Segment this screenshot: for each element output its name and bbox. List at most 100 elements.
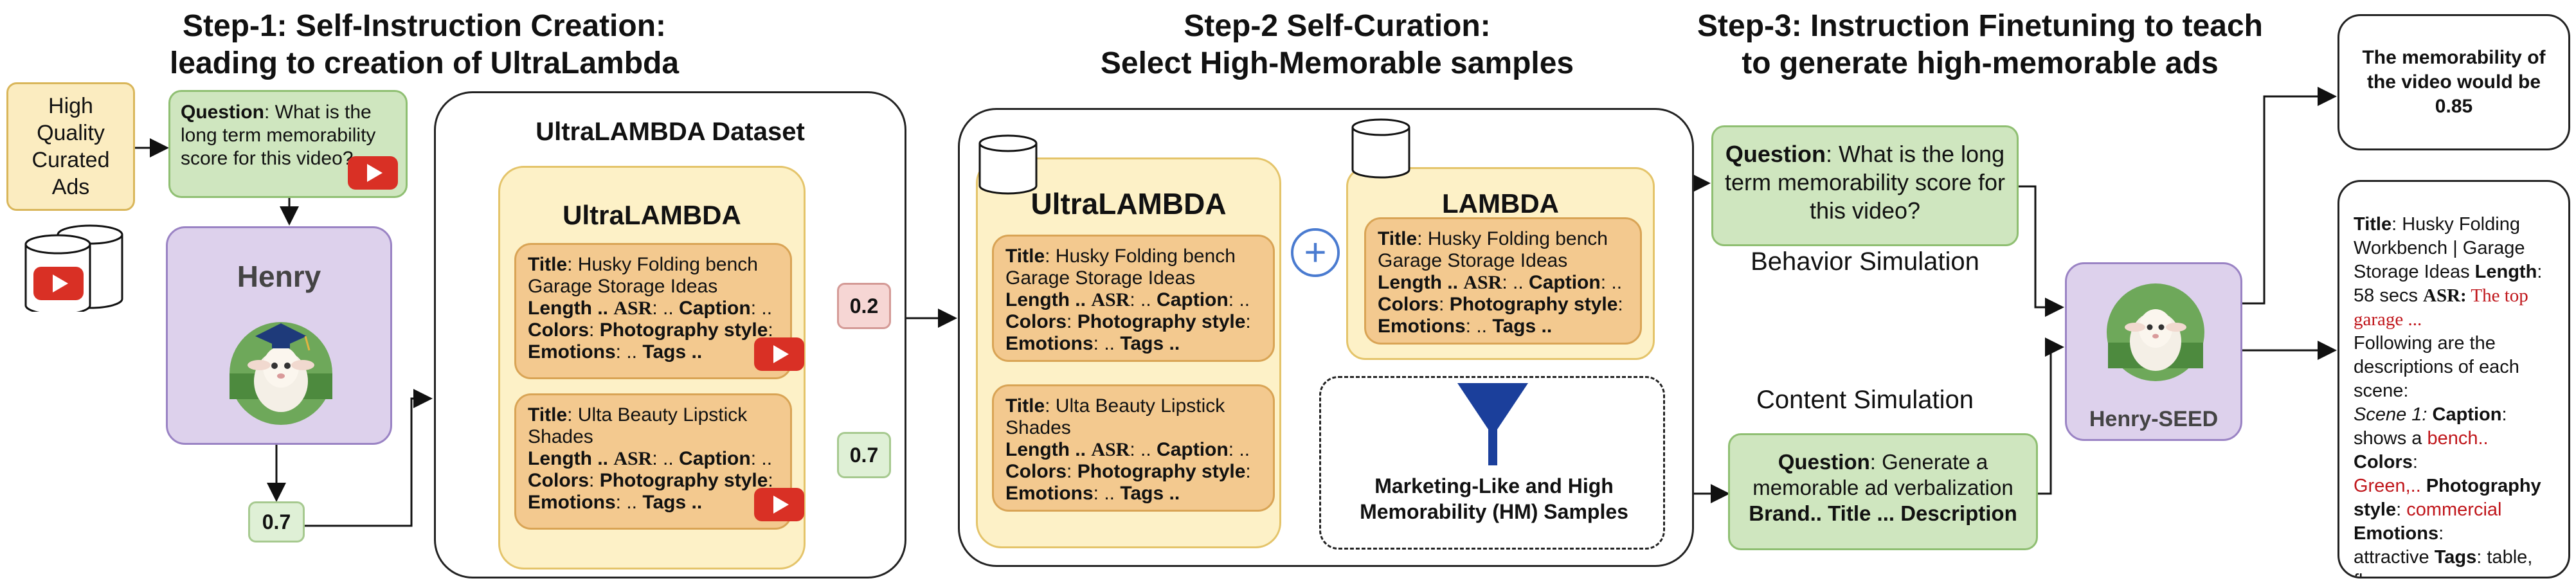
question2-box: Question: What is the long term memorabi… bbox=[1711, 125, 2019, 246]
card-a-length: Length .. bbox=[528, 298, 608, 319]
curation-a-colors-rest: : bbox=[1067, 311, 1072, 332]
lambda-photo-rest: : bbox=[1617, 294, 1623, 315]
lambda-colors-rest: : bbox=[1439, 294, 1445, 315]
curation-a-title-value: : Husky Folding bench Garage Storage Ide… bbox=[1005, 246, 1236, 289]
card-b-emotions: Emotions bbox=[528, 492, 616, 513]
curation-b-colors-rest: : bbox=[1067, 461, 1072, 482]
out-emotions-key: Emotions bbox=[2354, 523, 2439, 544]
question1-text: : What is the long term memorability sco… bbox=[181, 102, 376, 169]
card-a-title-key: Title bbox=[528, 254, 568, 275]
step2-title-line2: Select High-Memorable samples bbox=[1100, 46, 1574, 80]
funnel-icon bbox=[1457, 383, 1528, 465]
arrow-henryseed-to-output1 bbox=[2242, 87, 2337, 305]
curation-a-asr: ASR bbox=[1091, 289, 1130, 310]
curation-a-asr-rest: : .. bbox=[1130, 289, 1151, 310]
curated-ads-box: High Quality Curated Ads bbox=[6, 82, 135, 211]
card-b-emotions-rest: : .. bbox=[615, 492, 638, 513]
curation-b-caption: Caption bbox=[1157, 439, 1229, 460]
out-length-value: : 58 secs bbox=[2354, 262, 2543, 306]
arrow-question3-to-henryseed bbox=[2038, 337, 2064, 495]
out-title-value: : Husky Folding Workbench | Garage Stora… bbox=[2354, 214, 2525, 282]
henry-score-value: 0.7 bbox=[262, 510, 291, 534]
out-following: Following are the descriptions of each s… bbox=[2354, 333, 2519, 401]
score-badge-b: 0.7 bbox=[837, 432, 891, 478]
output-memorability-box: The memorability of the video would be 0… bbox=[2337, 14, 2570, 150]
card-b-photo-rest: : bbox=[768, 470, 773, 491]
sample-card-b: Title: Ulta Beauty Lipstick Shades Lengt… bbox=[514, 393, 804, 530]
step3-title-line2: to generate high-memorable ads bbox=[1742, 46, 2219, 80]
plus-icon: + bbox=[1291, 228, 1340, 277]
card-a-emotions-rest: : .. bbox=[615, 341, 638, 363]
youtube-icon bbox=[754, 337, 804, 371]
youtube-icon bbox=[754, 488, 804, 521]
out-tags-key: Tags bbox=[2434, 547, 2477, 568]
curation-a-caption-rest: : .. bbox=[1228, 289, 1250, 310]
curation-b-caption-rest: : .. bbox=[1228, 439, 1250, 460]
card-b-caption-rest: : .. bbox=[750, 448, 773, 469]
curation-a-photo: Photography style bbox=[1077, 311, 1246, 332]
card-b-colors-rest: : bbox=[589, 470, 595, 491]
card-b-tags: Tags .. bbox=[642, 492, 703, 513]
lambda-emotions-rest: : .. bbox=[1465, 316, 1488, 337]
curation-a-emotions-rest: : .. bbox=[1093, 333, 1115, 354]
content-simulation-label: Content Simulation bbox=[1756, 386, 1974, 414]
out-length-key: Length bbox=[2474, 262, 2537, 282]
score-a-value: 0.2 bbox=[849, 294, 879, 318]
ultralambda2-title: UltraLAMBDA bbox=[1031, 187, 1227, 220]
card-b-title-value: : Ulta Beauty Lipstick Shades bbox=[528, 404, 748, 447]
out-photo-value: : bbox=[2396, 499, 2407, 520]
curation-a-emotions: Emotions bbox=[1005, 333, 1094, 354]
curation-b-length: Length .. bbox=[1005, 439, 1086, 460]
card-a-title-value: : Husky Folding bench Garage Storage Ide… bbox=[528, 254, 758, 297]
out-photo-red: commercial bbox=[2406, 499, 2502, 520]
out-caption-red: bench.. bbox=[2427, 428, 2489, 449]
curation-card-a: Title: Husky Folding bench Garage Storag… bbox=[992, 235, 1275, 362]
lambda-colors: Colors bbox=[1378, 294, 1439, 315]
sample-card-a: Title: Husky Folding bench Garage Storag… bbox=[514, 243, 804, 379]
behavior-simulation-label: Behavior Simulation bbox=[1751, 247, 1979, 276]
step2-title: Step-2 Self-Curation: Select High-Memora… bbox=[1041, 8, 1633, 82]
database-icon bbox=[1349, 116, 1413, 180]
arrow-score-to-dataset bbox=[305, 389, 433, 527]
question2-label: Question bbox=[1725, 141, 1826, 167]
card-a-photo-rest: : bbox=[768, 319, 773, 341]
question3-label: Question bbox=[1778, 450, 1870, 474]
curation-a-length: Length .. bbox=[1005, 289, 1086, 310]
curation-b-photo-rest: : bbox=[1245, 461, 1251, 482]
curation-b-photo: Photography style bbox=[1077, 461, 1246, 482]
card-b-length: Length .. bbox=[528, 448, 608, 469]
curation-a-colors: Colors bbox=[1005, 311, 1067, 332]
card-a-tags: Tags .. bbox=[642, 341, 703, 363]
card-b-asr-rest: : .. bbox=[652, 448, 674, 469]
youtube-icon bbox=[348, 156, 398, 190]
youtube-icon bbox=[33, 267, 84, 300]
out-colors-value: : bbox=[2412, 452, 2418, 472]
filter-label: Marketing-Like and High Memorability (HM… bbox=[1360, 474, 1628, 523]
out-asr-key: ASR: bbox=[2423, 285, 2467, 306]
out-photo-key: Photography style bbox=[2354, 476, 2541, 520]
curation-a-caption: Caption bbox=[1157, 289, 1229, 310]
henry-label: Henry bbox=[237, 260, 321, 293]
card-a-photo: Photography style bbox=[599, 319, 768, 341]
henry-score-badge: 0.7 bbox=[248, 501, 305, 543]
lambda-title: LAMBDA bbox=[1442, 188, 1559, 219]
step1-title-line1: Step-1: Self-Instruction Creation: bbox=[182, 9, 667, 43]
score-badge-a: 0.2 bbox=[837, 283, 891, 329]
card-b-photo: Photography style bbox=[599, 470, 768, 491]
card-b-asr: ASR bbox=[613, 448, 653, 469]
lambda-caption: Caption bbox=[1529, 272, 1601, 293]
question3-box: Question: Generate a memorable ad verbal… bbox=[1728, 433, 2038, 550]
curation-a-tags: Tags .. bbox=[1120, 333, 1180, 354]
curation-b-emotions: Emotions bbox=[1005, 483, 1094, 504]
plus-sign: + bbox=[1304, 231, 1327, 274]
card-a-asr-rest: : .. bbox=[652, 298, 674, 319]
out-scene: Scene 1: bbox=[2354, 404, 2427, 425]
card-b-caption: Caption bbox=[679, 448, 751, 469]
dataset-title: UltraLAMBDA Dataset bbox=[536, 118, 805, 146]
card-b-title-key: Title bbox=[528, 404, 568, 426]
score-b-value: 0.7 bbox=[849, 443, 879, 467]
out-emotions-value: : bbox=[2438, 523, 2444, 544]
card-a-asr: ASR bbox=[613, 298, 653, 319]
database-icon bbox=[976, 132, 1040, 196]
curation-b-asr: ASR bbox=[1091, 439, 1130, 460]
